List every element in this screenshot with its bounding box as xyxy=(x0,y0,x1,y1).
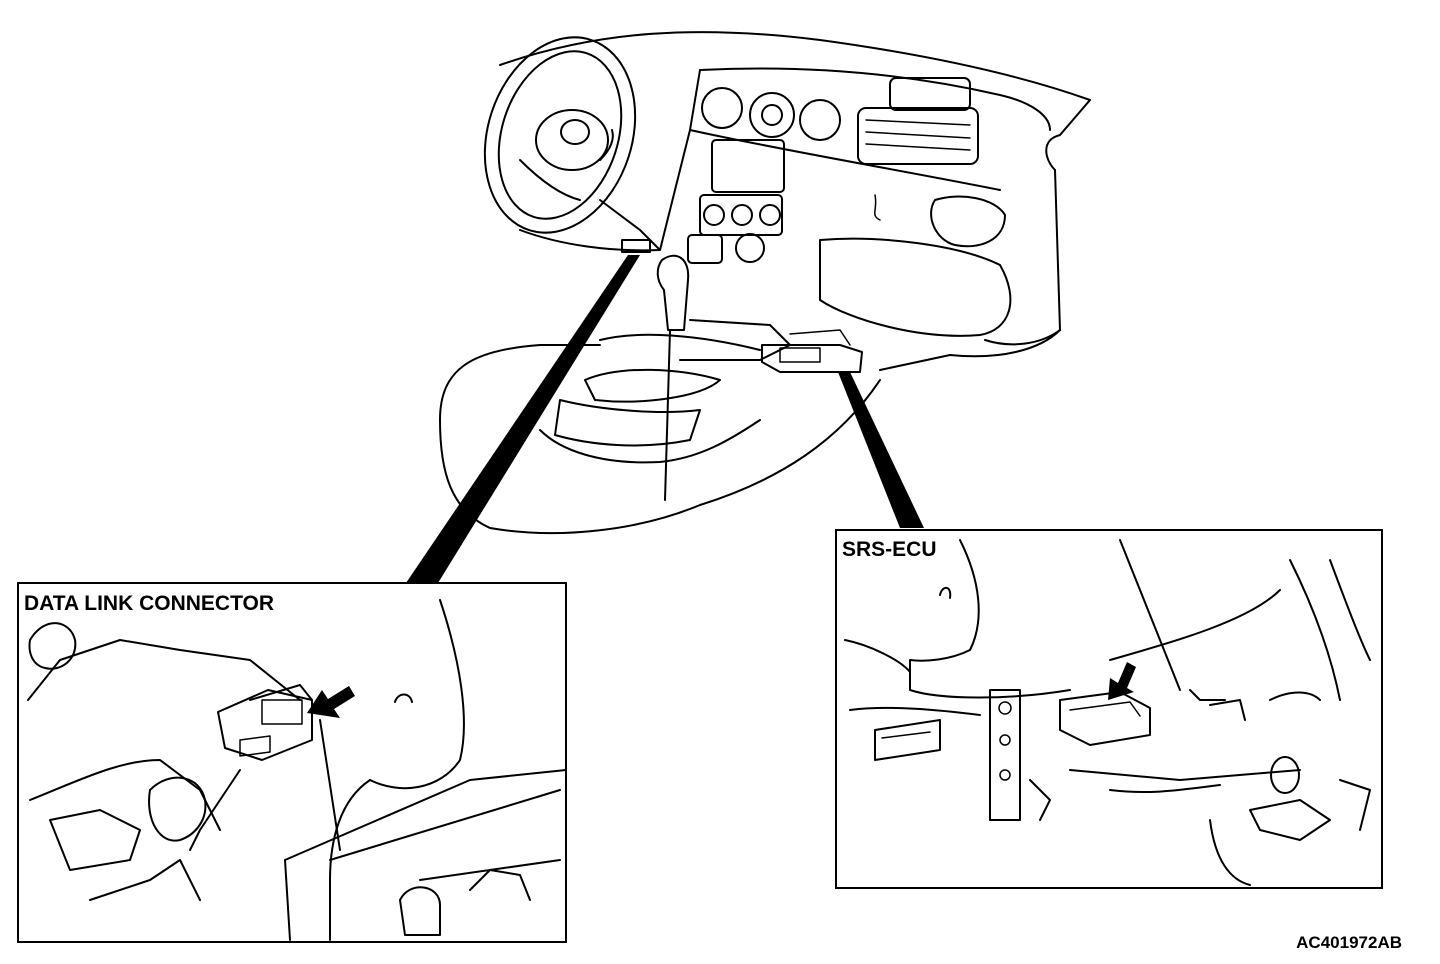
leader-wedge-srs-ecu xyxy=(838,372,924,528)
leader-wedge-data-link xyxy=(406,255,640,583)
srs-ecu-label: SRS-ECU xyxy=(842,538,937,561)
dashboard-overview xyxy=(439,31,1091,535)
data-link-connector-label: DATA LINK CONNECTOR xyxy=(24,592,274,615)
arrow-icon xyxy=(1108,662,1136,700)
figure-code: AC401972AB xyxy=(1296,933,1402,952)
data-link-connector-detail: DATA LINK CONNECTOR xyxy=(17,582,567,943)
arrow-icon xyxy=(307,686,355,718)
srs-ecu-detail: SRS-ECU xyxy=(835,529,1383,889)
